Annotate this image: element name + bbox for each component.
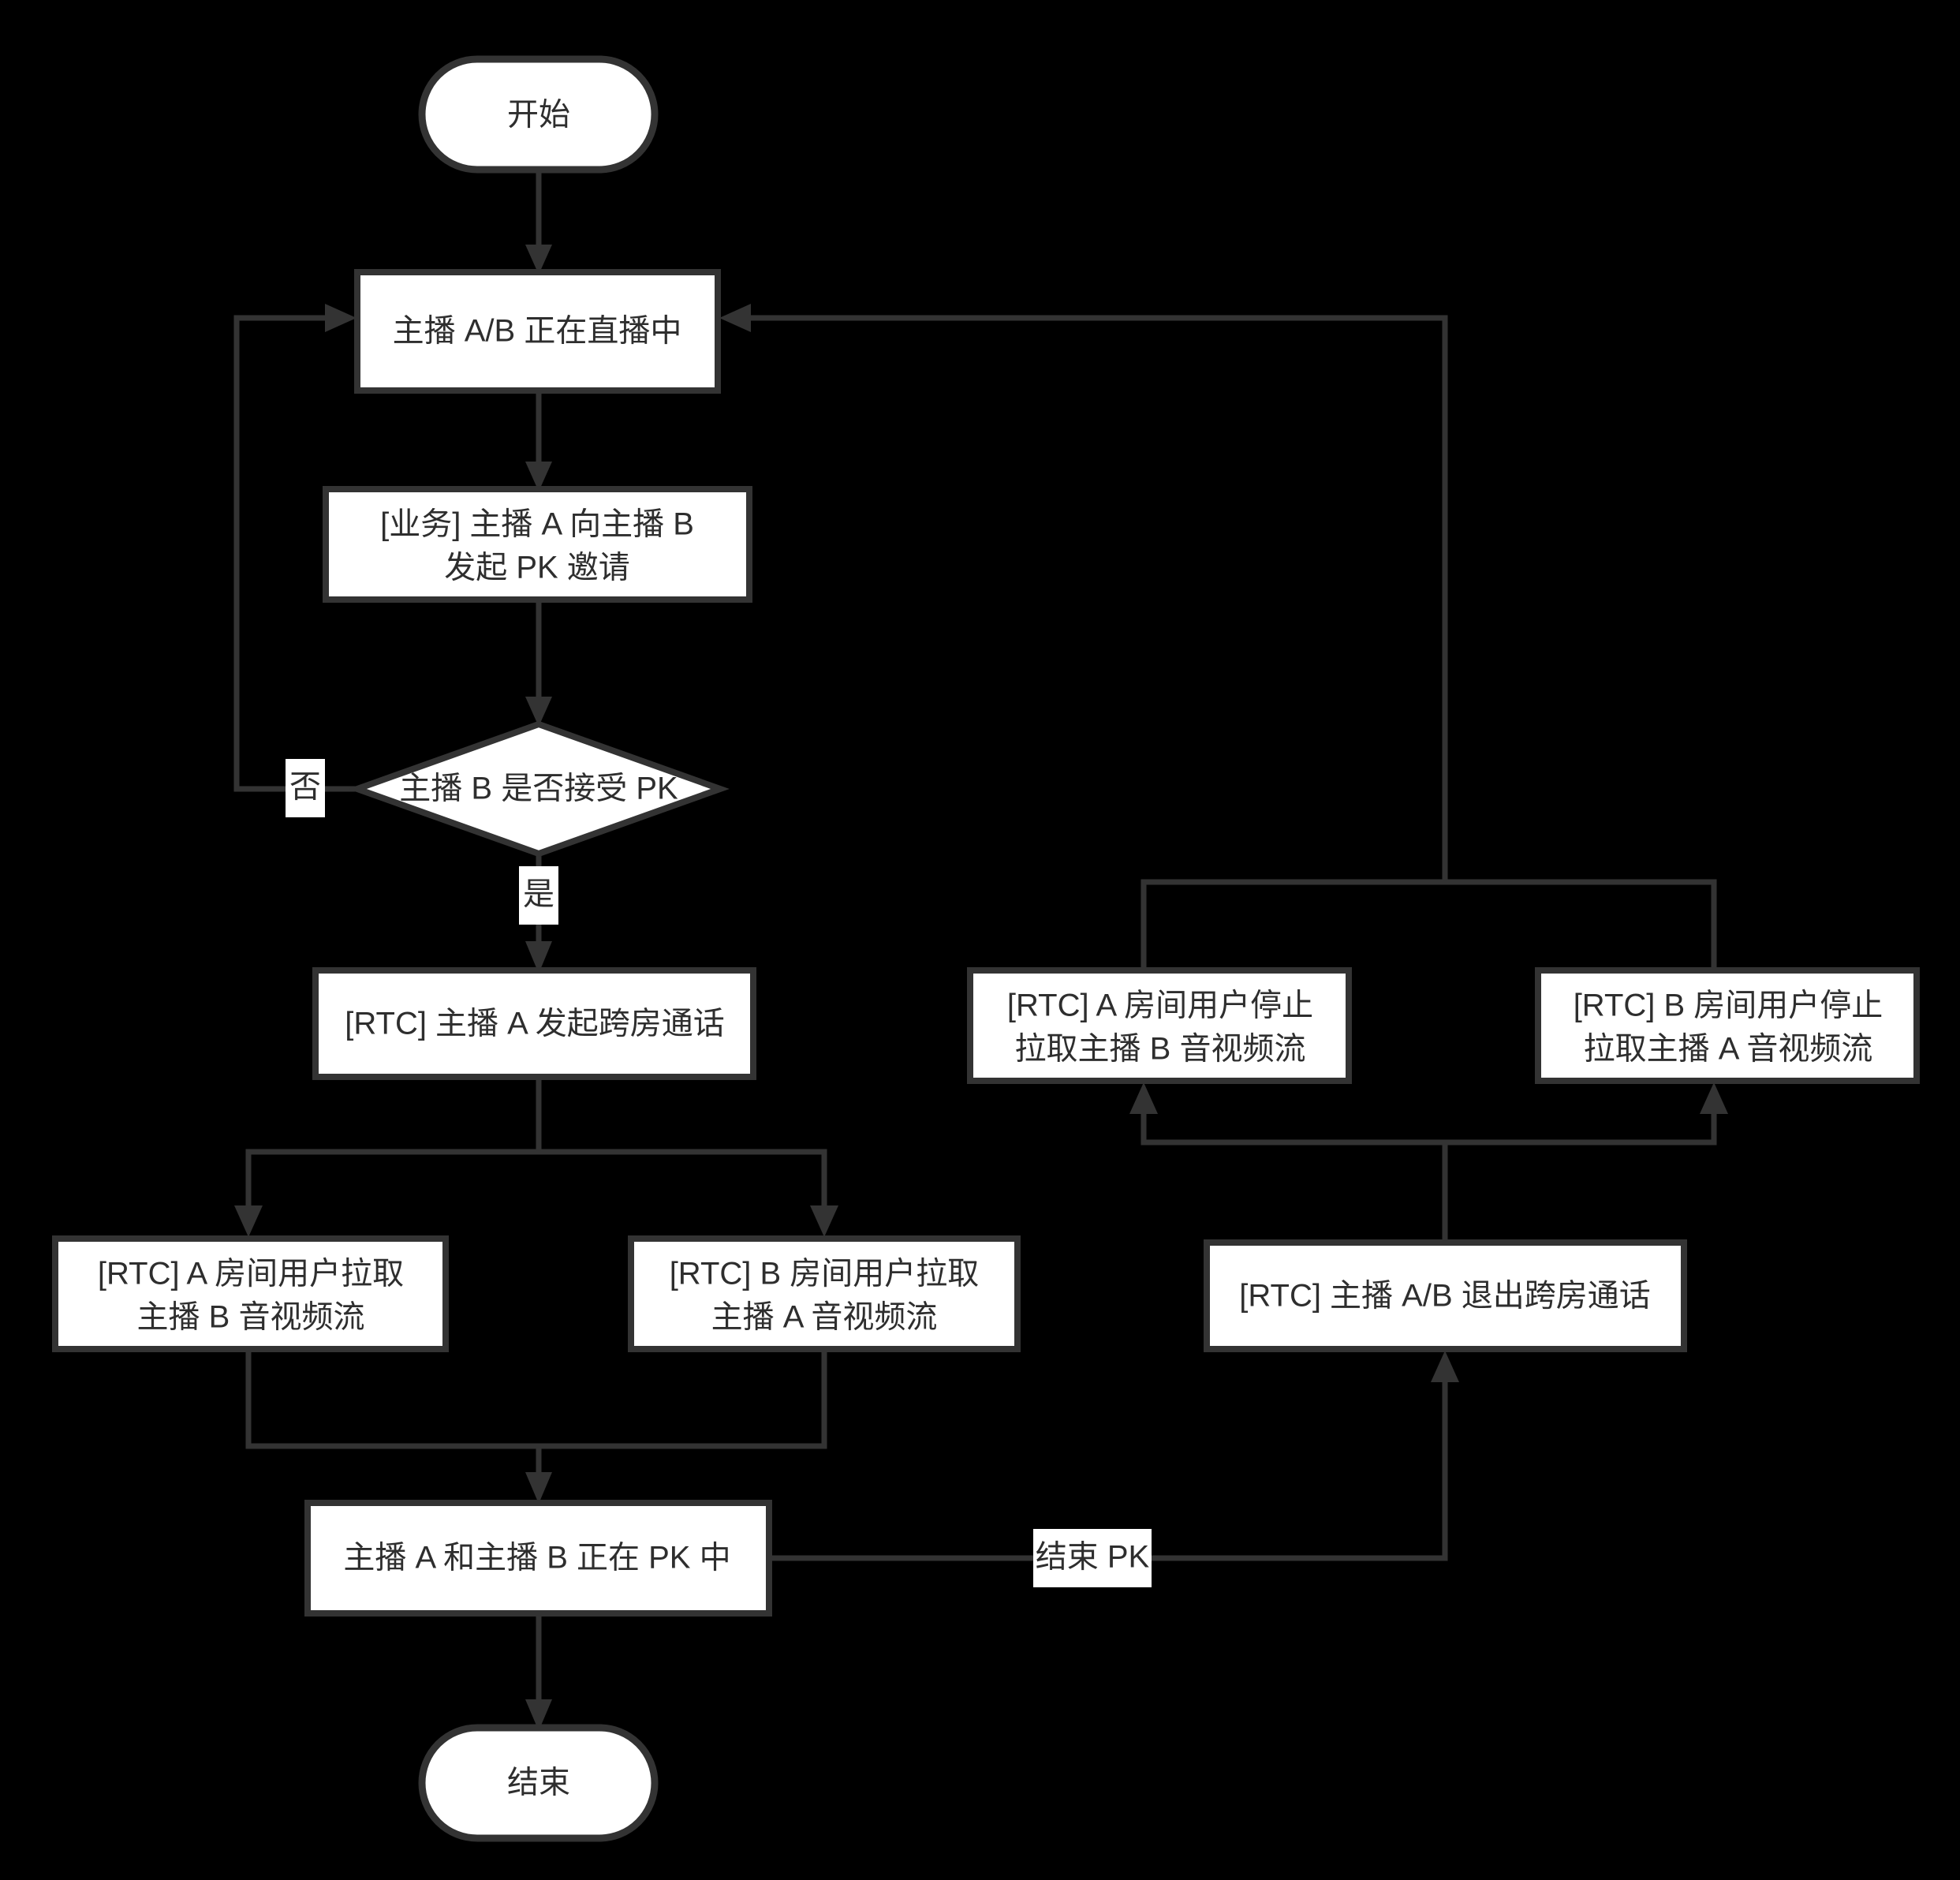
node-living[interactable]: 主播 A/B 正在直播中: [354, 269, 721, 394]
node-decision-shape[interactable]: [348, 720, 730, 858]
edge-label-end-pk-text: 结束 PK: [1036, 1540, 1150, 1575]
node-living-shape[interactable]: [354, 269, 721, 394]
node-pull-a-label-line1: [RTC] A 房间用户拉取: [98, 1257, 404, 1291]
node-stop-a-shape[interactable]: [967, 967, 1352, 1084]
node-stop-a-label-line2: 拉取主播 B 音视频流: [1015, 1032, 1306, 1067]
edge-label-yes-bg: [519, 866, 558, 925]
node-start-shape[interactable]: [418, 55, 659, 174]
node-pull-b[interactable]: [RTC] B 房间用户拉取 主播 A 音视频流: [628, 1235, 1021, 1352]
node-start-label: 开始: [507, 98, 570, 133]
node-pull-b-label-line1: [RTC] B 房间用户拉取: [670, 1257, 980, 1291]
edge-invite-to-decision: [525, 600, 552, 727]
node-pking-shape[interactable]: [304, 1500, 772, 1617]
node-pull-a-label-line2: 主播 B 音视频流: [137, 1300, 365, 1335]
edge-label-no-bg: [286, 759, 325, 817]
node-stop-b-label-line1: [RTC] B 房间用户停止: [1574, 989, 1883, 1023]
edge-label-yes-text: 是: [523, 877, 554, 912]
node-decision-label: 主播 B 是否接受 PK: [399, 772, 678, 806]
edge-label-no-text: 否: [289, 770, 321, 805]
edge-pull-a-to-pking: [245, 1349, 552, 1504]
node-invite-shape[interactable]: [323, 486, 752, 603]
node-leave-call[interactable]: [RTC] 主播 A/B 退出跨房通话: [1204, 1239, 1687, 1352]
node-start-call-shape[interactable]: [312, 967, 756, 1080]
node-pull-a-shape[interactable]: [52, 1235, 449, 1352]
node-start[interactable]: 开始: [418, 55, 659, 174]
node-pull-b-label-line2: 主播 A 音视频流: [711, 1300, 938, 1335]
node-pull-a[interactable]: [RTC] A 房间用户拉取 主播 B 音视频流: [52, 1235, 449, 1352]
edge-pking-to-end: [525, 1613, 552, 1731]
node-stop-b-label-line2: 拉取主播 A 音视频流: [1584, 1032, 1873, 1067]
node-pking-label: 主播 A 和主播 B 正在 PK 中: [343, 1541, 730, 1575]
edge-leave-call-to-stop-b: [1445, 1082, 1728, 1146]
edge-label-yes: 是: [519, 866, 558, 925]
node-pking[interactable]: 主播 A 和主播 B 正在 PK 中: [304, 1500, 772, 1617]
node-pull-b-shape[interactable]: [628, 1235, 1021, 1352]
edge-leave-call-to-stop-a: [1129, 1082, 1448, 1243]
node-end-shape[interactable]: [418, 1724, 659, 1842]
node-stop-b-shape[interactable]: [1535, 967, 1920, 1084]
node-leave-call-label: [RTC] 主播 A/B 退出跨房通话: [1239, 1279, 1651, 1314]
node-stop-a[interactable]: [RTC] A 房间用户停止 拉取主播 B 音视频流: [967, 967, 1352, 1084]
edge-living-to-invite: [525, 391, 552, 491]
edge-label-end-pk: 结束 PK: [1033, 1529, 1152, 1587]
edge-pull-b-to-pking: [539, 1349, 827, 1449]
node-start-call-label: [RTC] 主播 A 发起跨房通话: [345, 1007, 725, 1041]
edge-start-call-to-pull-a: [234, 1077, 542, 1237]
edge-start-call-to-pull-b: [539, 1149, 838, 1237]
node-living-label: 主播 A/B 正在直播中: [393, 314, 682, 349]
node-invite-label-line2: 发起 PK 邀请: [444, 551, 630, 585]
edge-start-to-living: [525, 170, 552, 275]
edge-label-no: 否: [286, 759, 325, 817]
node-stop-a-label-line1: [RTC] A 房间用户停止: [1007, 989, 1313, 1023]
node-decision[interactable]: 主播 B 是否接受 PK: [348, 720, 730, 858]
node-stop-b[interactable]: [RTC] B 房间用户停止 拉取主播 A 音视频流: [1535, 967, 1920, 1084]
node-end[interactable]: 结束: [418, 1724, 659, 1842]
node-end-label: 结束: [507, 1766, 570, 1800]
edge-stop-nodes-to-living: [719, 304, 1717, 970]
edge-label-end-pk-bg: [1033, 1529, 1152, 1587]
edge-pking-to-leave-call: [769, 1351, 1459, 1561]
node-invite[interactable]: [业务] 主播 A 向主播 B 发起 PK 邀请: [323, 486, 752, 603]
node-leave-call-shape[interactable]: [1204, 1239, 1687, 1352]
node-start-call[interactable]: [RTC] 主播 A 发起跨房通话: [312, 967, 756, 1080]
node-invite-label-line1: [业务] 主播 A 向主播 B: [380, 507, 694, 542]
